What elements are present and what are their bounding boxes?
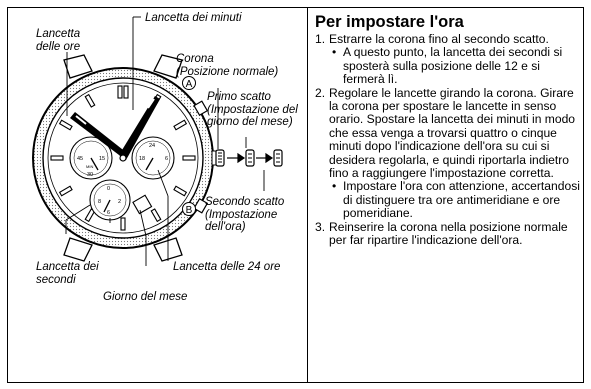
svg-text:18: 18 bbox=[139, 156, 145, 162]
step-1: 1. Estrarre la corona fino al secondo sc… bbox=[315, 32, 581, 87]
step-number: 2. bbox=[315, 85, 326, 100]
step-text: Estrarre la corona fino al secondo scatt… bbox=[329, 32, 549, 46]
svg-text:30: 30 bbox=[87, 172, 93, 178]
label-first-click: Primo scatto (Impostazione del giorno de… bbox=[207, 91, 298, 128]
step-bullet: •Impostare l'ora con attenzione, accerta… bbox=[332, 179, 580, 221]
label-hour-hand: Lancetta delle ore bbox=[36, 28, 81, 53]
date-window bbox=[132, 194, 153, 215]
crown-first-click bbox=[245, 149, 255, 167]
svg-text:15: 15 bbox=[99, 156, 105, 162]
svg-text:45: 45 bbox=[77, 156, 83, 162]
crown-normal bbox=[211, 149, 225, 167]
label-second-click: Secondo scatto (Impostazione dell'ora) bbox=[205, 196, 285, 233]
step-2: 2. Regolare le lancette girando la coron… bbox=[315, 85, 581, 221]
label-24h-hand: Lancetta delle 24 ore bbox=[173, 261, 281, 273]
svg-text:MIN: MIN bbox=[86, 164, 93, 169]
step-number: 1. bbox=[315, 32, 326, 46]
instructions-steps: 1. Estrarre la corona fino al secondo sc… bbox=[315, 32, 581, 248]
button-b-marker: B bbox=[182, 202, 196, 216]
instructions-panel: Per impostare l'ora 1. Estrarre la coron… bbox=[315, 12, 581, 248]
crown-extraction-arrows bbox=[227, 152, 274, 164]
minute-hand bbox=[119, 96, 160, 160]
svg-text:0: 0 bbox=[107, 186, 110, 192]
pusher-b bbox=[193, 197, 209, 214]
svg-text:2: 2 bbox=[118, 199, 121, 205]
bullet-text: A questo punto, la lancetta dei secondi … bbox=[343, 45, 563, 87]
instructions-title: Per impostare l'ora bbox=[315, 13, 464, 31]
svg-text:8: 8 bbox=[98, 199, 101, 205]
manual-frame bbox=[7, 7, 584, 383]
step-3: 3. Reinserire la corona nella posizione … bbox=[315, 219, 581, 248]
column-divider bbox=[307, 7, 308, 383]
pusher-a bbox=[193, 100, 209, 117]
label-second-hand: Lancetta dei secondi bbox=[36, 261, 99, 286]
svg-text:6: 6 bbox=[107, 210, 110, 216]
svg-text:6: 6 bbox=[165, 156, 168, 162]
button-a-marker: A bbox=[182, 76, 196, 90]
step-text: Regolare le lancette girando la corona. … bbox=[329, 85, 576, 181]
label-minute-hand: Lancetta dei minuti bbox=[145, 12, 242, 24]
crown-second-click bbox=[273, 149, 283, 167]
leader-lines bbox=[65, 16, 265, 266]
label-day-of-month: Giorno del mese bbox=[103, 291, 188, 303]
step-text: Reinserire la corona nella posizione nor… bbox=[329, 219, 568, 248]
label-crown: Corona (Posizione normale) bbox=[176, 53, 279, 78]
svg-text:B: B bbox=[186, 205, 193, 216]
hour-hand bbox=[70, 112, 127, 158]
subdial-hand-right bbox=[145, 157, 154, 171]
subdial-hand-bottom bbox=[103, 199, 111, 213]
step-bullet: •A questo punto, la lancetta dei secondi… bbox=[332, 45, 563, 87]
bullet-text: Impostare l'ora con attenzione, accertan… bbox=[343, 179, 580, 221]
subdial-hand-left bbox=[90, 157, 99, 171]
svg-text:24: 24 bbox=[149, 143, 155, 149]
step-number: 3. bbox=[315, 219, 326, 234]
svg-text:A: A bbox=[186, 79, 193, 90]
